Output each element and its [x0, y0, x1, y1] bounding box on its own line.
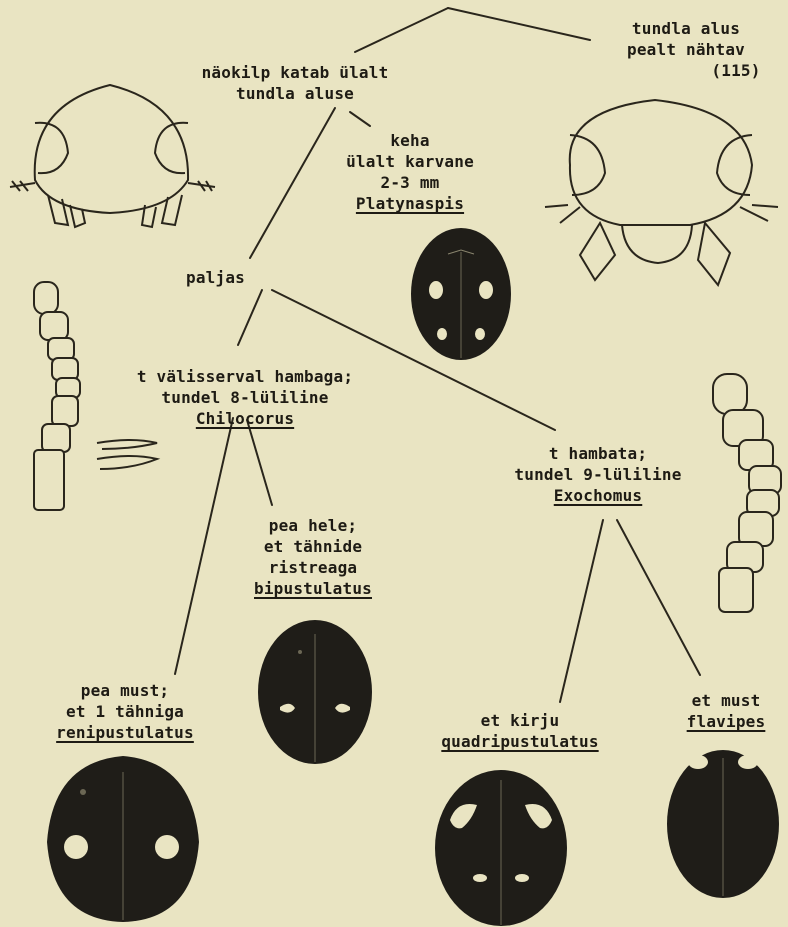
head-exposed-antenna-base-drawing: [540, 95, 785, 310]
branch-line: [250, 108, 335, 258]
label-line: pea hele;: [228, 515, 398, 536]
label-line: näokilp katab ülalt: [160, 62, 430, 83]
branch-line: [175, 418, 233, 674]
flavipes-label: et must flavipes: [670, 690, 782, 732]
antenna-9-segment-drawing: [705, 370, 785, 615]
taxon-name: Exochomus: [498, 485, 698, 506]
label-line: et kirju: [410, 710, 630, 731]
exochomus-label: t hambata; tundel 9-lüliline Exochomus: [498, 443, 698, 506]
label-line: t välisserval hambaga;: [95, 366, 395, 387]
quadripustulatus-label: et kirju quadripustulatus: [410, 710, 630, 752]
tibia-tooth-drawing: [92, 435, 162, 475]
label-line: et must: [670, 690, 782, 711]
taxon-name: Platynaspis: [330, 193, 490, 214]
label-line: 2-3 mm: [330, 172, 490, 193]
label-line: pea must;: [20, 680, 230, 701]
branch-line: [247, 420, 272, 505]
chilocorus-label: t välisserval hambaga; tundel 8-lüliline…: [95, 366, 395, 429]
label-line: et 1 tähniga: [20, 701, 230, 722]
quadripustulatus-beetle-image: [432, 760, 570, 927]
antenna-8-segment-drawing: [20, 280, 90, 515]
label-line: pealt nähtav: [596, 39, 776, 60]
label-line: t hambata;: [498, 443, 698, 464]
branch-line: [560, 520, 603, 702]
branch-line: [350, 112, 370, 126]
taxon-name: renipustulatus: [20, 722, 230, 743]
exposed-antenna-base-label: tundla alus pealt nähtav (115): [596, 18, 776, 81]
platynaspis-label: keha ülalt karvane 2-3 mm Platynaspis: [330, 130, 490, 214]
branch-line: [355, 8, 448, 52]
platynaspis-beetle-image: [408, 222, 514, 362]
flavipes-beetle-image: [664, 740, 782, 900]
taxon-name: quadripustulatus: [410, 731, 630, 752]
taxon-name: Chilocorus: [95, 408, 395, 429]
label-line: tundel 8-lüliline: [95, 387, 395, 408]
branch-line: [448, 8, 590, 40]
taxon-name: bipustulatus: [228, 578, 398, 599]
bipustulatus-label: pea hele; et tähnide ristreaga bipustula…: [228, 515, 398, 599]
covered-antenna-base-label: näokilp katab ülalt tundla aluse: [160, 62, 430, 104]
taxon-name: flavipes: [670, 711, 782, 732]
bipustulatus-beetle-image: [255, 612, 375, 764]
label-line: ristreaga: [228, 557, 398, 578]
label-line: tundel 9-lüliline: [498, 464, 698, 485]
branch-line: [617, 520, 700, 675]
label-line: et tähnide: [228, 536, 398, 557]
figure-reference: (115): [596, 60, 776, 81]
renipustulatus-label: pea must; et 1 tähniga renipustulatus: [20, 680, 230, 743]
label-line: tundla aluse: [160, 83, 430, 104]
label-line: tundla alus: [596, 18, 776, 39]
branch-line: [238, 290, 262, 345]
paljas-label: paljas: [186, 267, 245, 288]
label-line: ülalt karvane: [330, 151, 490, 172]
label-line: keha: [330, 130, 490, 151]
renipustulatus-beetle-image: [43, 752, 203, 924]
